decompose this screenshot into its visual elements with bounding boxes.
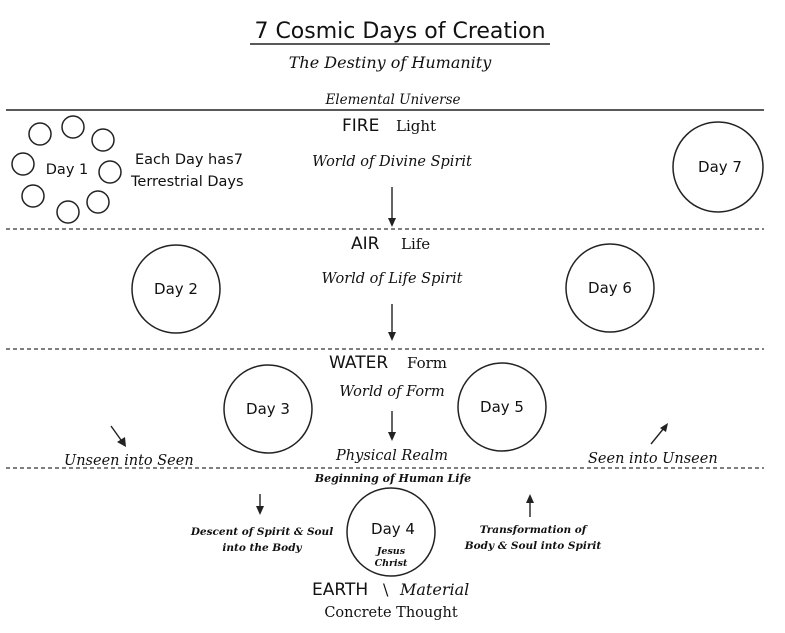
day4-circle [346,487,436,577]
day7-label: Day 7 [698,158,742,176]
day1-label: Day 1 [46,162,88,178]
arrowhead [660,423,668,432]
arrowhead [256,506,264,515]
day6-circle [565,243,655,333]
arrowhead [388,218,396,227]
terrestrial-day-circle [61,115,85,139]
day6-label: Day 6 [588,279,632,297]
air-element: AIR [351,234,380,254]
earth-separator: \ [383,580,389,599]
day4-label: Day 4 [371,520,415,538]
unseen-into-seen: Unseen into Seen [64,453,194,469]
unseen-arrow [110,425,122,441]
day7-circle [672,121,764,213]
air-world: World of Life Spirit [322,271,463,287]
earth-thought: Concrete Thought [324,605,458,621]
water-quality: Form [407,354,447,372]
terrestrial-day-circle [28,122,52,146]
descent-line1: Descent of Spirit & Soul [190,526,333,538]
terrestrial-day-circle [86,190,110,214]
earth-element: EARTH [312,580,368,600]
beginning-of-human-life: Beginning of Human Life [314,472,471,485]
terrestrial-day-circle [98,160,122,184]
physical-realm-label: Physical Realm [335,448,448,464]
fire-element: FIRE [342,116,379,136]
day5-label: Day 5 [480,398,524,416]
descent-line2: into the Body [222,542,302,554]
transformation-line1: Transformation of [480,524,589,536]
day3-circle [223,364,313,454]
arrowhead [388,432,396,441]
seen-into-unseen: Seen into Unseen [588,451,718,467]
terrestrial-day-circle [11,152,35,176]
transformation-line2: Body & Soul into Spirit [464,540,602,552]
arrowhead [388,332,396,341]
day4-sub-line2: Christ [375,558,408,569]
day4-sub-line1: Jesus [375,546,406,557]
subtitle: The Destiny of Humanity [289,53,492,72]
terrestrial-day-circle [21,184,45,208]
air-quality: Life [401,235,430,253]
fire-quality: Light [396,117,436,135]
water-world: World of Form [339,384,445,400]
terrestrial-day-circle [91,128,115,152]
day1-note-line2: Terrestrial Days [130,174,244,190]
terrestrial-day-circle [56,200,80,224]
day3-label: Day 3 [246,400,290,418]
title: 7 Cosmic Days of Creation [254,19,545,44]
day2-circle [131,244,221,334]
day2-label: Day 2 [154,280,198,298]
arrowhead [526,494,534,503]
earth-quality: Material [399,580,469,599]
day5-circle [457,362,547,452]
fire-world: World of Divine Spirit [312,154,472,170]
water-element: WATER [329,353,388,373]
arrowhead [117,437,126,447]
day1-note-line1: Each Day has7 [135,152,243,168]
universe-label: Elemental Universe [324,92,460,108]
day1-ring [11,115,122,224]
seen-arrow [650,427,665,445]
